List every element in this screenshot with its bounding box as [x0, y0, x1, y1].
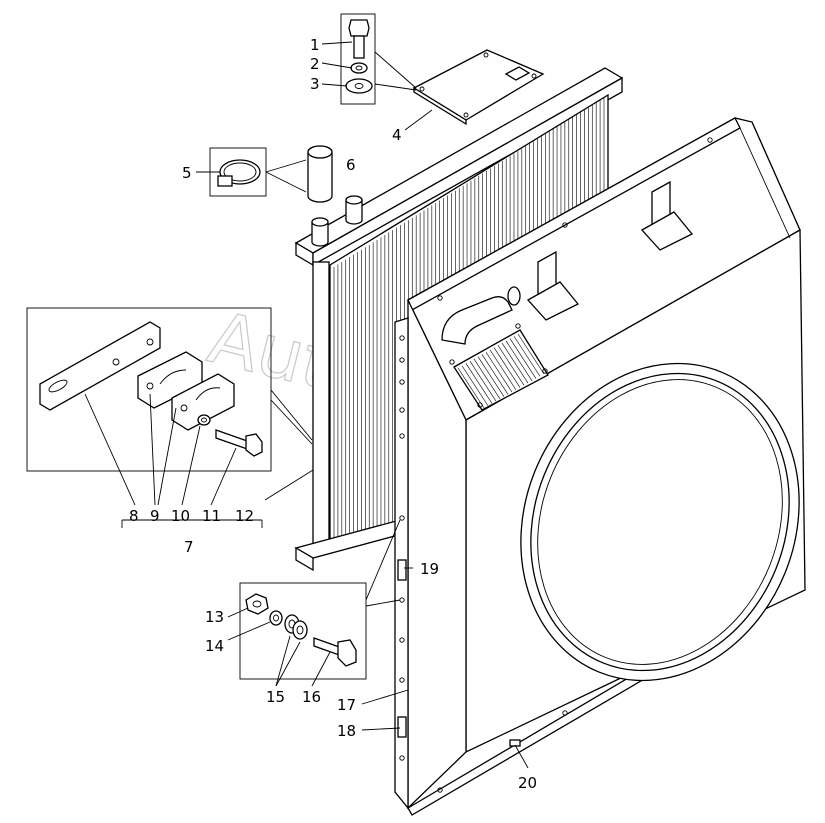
callout-15: 15 — [266, 688, 285, 706]
callout-5: 5 — [182, 164, 192, 182]
fastener-group — [239, 519, 401, 680]
top-cover-group — [340, 13, 545, 126]
leader-lines — [84, 41, 529, 769]
callout-2: 2 — [310, 55, 320, 73]
callout-7: 7 — [184, 538, 194, 556]
callout-4: 4 — [392, 126, 402, 144]
callout-11: 11 — [202, 507, 221, 525]
callout-6: 6 — [346, 156, 356, 174]
callout-16: 16 — [302, 688, 321, 706]
mount-bracket-group — [26, 307, 313, 472]
callout-14: 14 — [205, 637, 224, 655]
callout-12: 12 — [235, 507, 254, 525]
callout-19: 19 — [420, 560, 439, 578]
callout-10: 10 — [171, 507, 190, 525]
callout-1: 1 — [310, 36, 320, 54]
fan-shroud — [394, 117, 806, 816]
clamp-hose-group — [209, 145, 333, 203]
callout-18: 18 — [337, 722, 356, 740]
callout-20: 20 — [518, 774, 537, 792]
callout-labels: 1 2 3 4 5 6 8 9 10 11 12 7 13 14 15 16 1… — [129, 36, 537, 792]
callout-8: 8 — [129, 507, 139, 525]
callout-17: 17 — [337, 696, 356, 714]
callout-3: 3 — [310, 75, 320, 93]
callout-9: 9 — [150, 507, 160, 525]
callout-13: 13 — [205, 608, 224, 626]
